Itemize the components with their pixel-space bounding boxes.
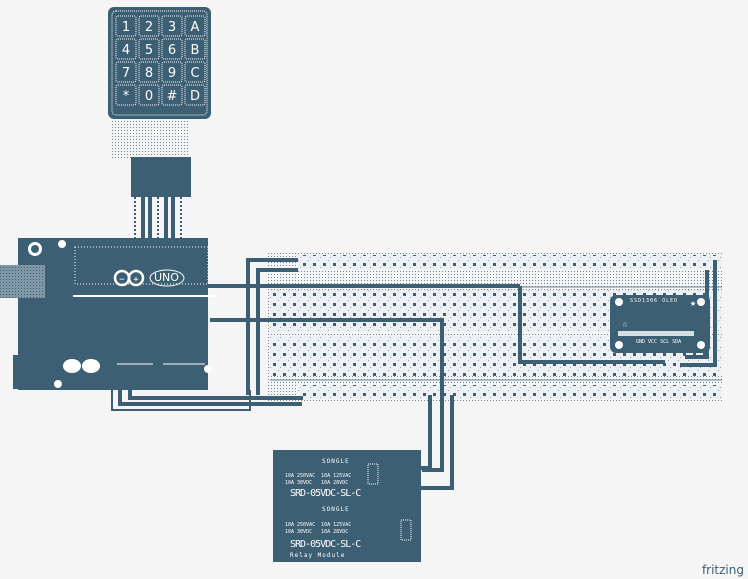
relay-spec-2b: 10A 30VDC 10A 28VDC [285,529,349,535]
keypad-key-9[interactable] [161,61,183,83]
relay-module [273,450,421,562]
arduino-logo-icon: − + [113,269,185,287]
keypad-key-7[interactable] [115,61,137,83]
keypad-key-3[interactable] [161,15,183,37]
breadboard-top-rail [298,255,722,269]
oled-pins: GND VCC SCL SDA [636,339,682,345]
svg-text:−: − [119,275,125,285]
keypad-key-label: 4 [122,43,130,58]
relay-spec-1b: 10A 30VDC 10A 28VDC [285,480,349,486]
keypad-key-label: C [190,66,199,81]
wires [111,258,717,490]
star-outline-icon: ☆ [622,319,628,330]
keypad-key-label: 3 [168,20,176,35]
keypad-wires [134,197,182,240]
capacitor-icon [82,359,100,373]
oled-title: SSD1306 OLED [630,298,679,304]
relay-part-2: SRD-05VDC-SL-C [290,539,361,550]
keypad-key-8[interactable] [138,61,160,83]
keypad-key-label: 2 [145,20,153,35]
keypad-key-D[interactable] [184,84,206,106]
keypad-key-B[interactable] [184,38,206,60]
relay-spec-1a: 10A 250VAC 10A 125VAC [285,473,352,479]
relay-label-songle-1: SONGLE [322,458,350,465]
keypad-key-5[interactable] [138,38,160,60]
oled-screen [618,331,694,336]
keypad-key-label: 5 [145,43,153,58]
keypad-key-label: # [167,89,178,104]
keypad-key-label: 1 [122,20,130,35]
keypad-key-label: * [123,89,130,104]
arduino-uno: − + [0,238,215,390]
keypad-key-0[interactable] [138,84,160,106]
keypad-key-1[interactable] [115,15,137,37]
breadboard-bottom-rail [298,385,722,399]
keypad-key-label: 7 [122,66,130,81]
keypad-key-2[interactable] [138,15,160,37]
keypad-connector [131,157,191,197]
svg-text:+: + [133,275,139,285]
fritzing-watermark: fritzing [701,563,744,577]
usb-port [0,265,45,298]
keypad-key-label: B [191,43,200,58]
keypad-key-A[interactable] [184,15,206,37]
keypad-key-label: 6 [168,43,176,58]
keypad-key-label: 8 [145,66,153,81]
relay-part-1: SRD-05VDC-SL-C [290,488,361,499]
arduino-model-label: UNO [154,271,179,284]
keypad-key-label: 0 [145,89,153,104]
keypad-key-#[interactable] [161,84,183,106]
keypad-key-4[interactable] [115,38,137,60]
keypad-key-label: 9 [168,66,176,81]
relay-footer: Relay Module [290,552,346,559]
keypad-key-label: A [191,20,200,35]
keypad-key-*[interactable] [115,84,137,106]
oled-display: ★ ☆ [610,295,710,353]
capacitor-icon [63,359,81,373]
relay-spec-2a: 10A 250VAC 10A 125VAC [285,522,352,528]
star-icon: ★ [690,298,696,309]
relay-label-songle-2: SONGLE [322,506,350,513]
keypad-key-C[interactable] [184,61,206,83]
keypad-key-label: D [190,89,200,104]
keypad-key-6[interactable] [161,38,183,60]
